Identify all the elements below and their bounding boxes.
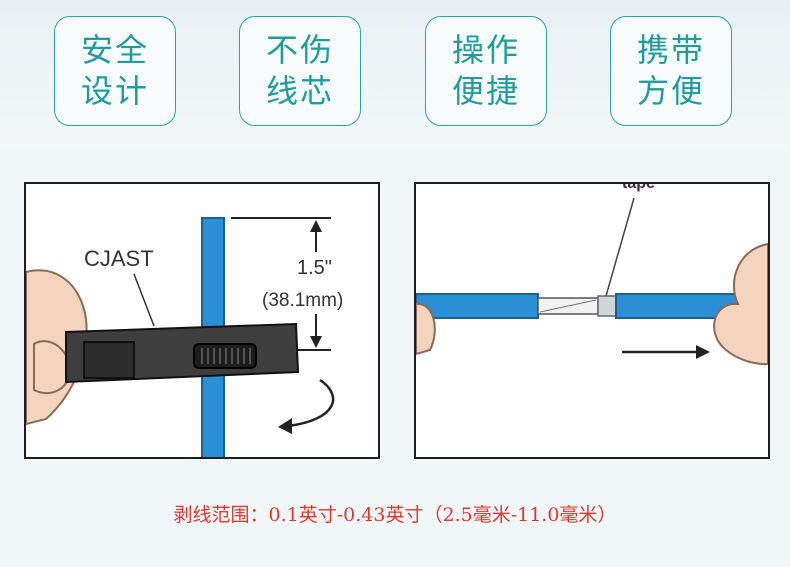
- cable-pull-illustration: tape: [416, 184, 768, 366]
- dimension-metric: (38.1mm): [262, 290, 343, 311]
- feature-badge-easy-operation: 操作 便捷: [425, 16, 547, 126]
- arrowhead-down: [310, 336, 322, 348]
- tool-label-leader: [133, 273, 155, 327]
- pull-arrowhead: [696, 345, 710, 359]
- feature-badge-no-core-damage: 不伤 线芯: [239, 16, 361, 126]
- badge-line: 线芯: [265, 72, 334, 110]
- badge-line: 便捷: [451, 72, 520, 110]
- stripper-illustration: 1.5" (38.1mm) CJAST: [26, 217, 343, 457]
- badge-line: 设计: [80, 72, 149, 110]
- tape-label: tape: [622, 184, 655, 192]
- cable-left: [416, 293, 539, 319]
- dimension-value: 1.5": [297, 257, 332, 279]
- stripper-illustration-panel: 1.5" (38.1mm) CJAST: [24, 182, 380, 459]
- rotation-arrowhead: [278, 418, 292, 434]
- hand-right: [713, 242, 768, 366]
- core-strand: [539, 299, 597, 313]
- badge-line: 不伤: [265, 31, 334, 69]
- feature-badge-portable: 携带 方便: [610, 16, 732, 126]
- rotation-arrow: [287, 378, 335, 428]
- tool-label: CJAST: [84, 246, 154, 271]
- feature-badge-safe-design: 安全 设计: [54, 16, 176, 126]
- badge-line: 携带: [636, 31, 705, 69]
- hand-left: [416, 302, 436, 356]
- badge-line: 方便: [636, 72, 705, 110]
- adjustment-wheel: [193, 343, 257, 369]
- tape-band: [597, 295, 617, 317]
- badge-line: 安全: [80, 31, 149, 69]
- cable-pull-illustration-panel: tape: [414, 182, 770, 459]
- stripping-range-caption: 剥线范围：0.1英寸-0.43英寸（2.5毫米-11.0毫米）: [173, 504, 617, 526]
- tape-leader: [605, 197, 635, 297]
- wheel-knurling: [201, 348, 251, 364]
- arrowhead-up: [310, 220, 322, 232]
- tool-grip-end: [83, 341, 135, 379]
- badge-line: 操作: [451, 31, 520, 69]
